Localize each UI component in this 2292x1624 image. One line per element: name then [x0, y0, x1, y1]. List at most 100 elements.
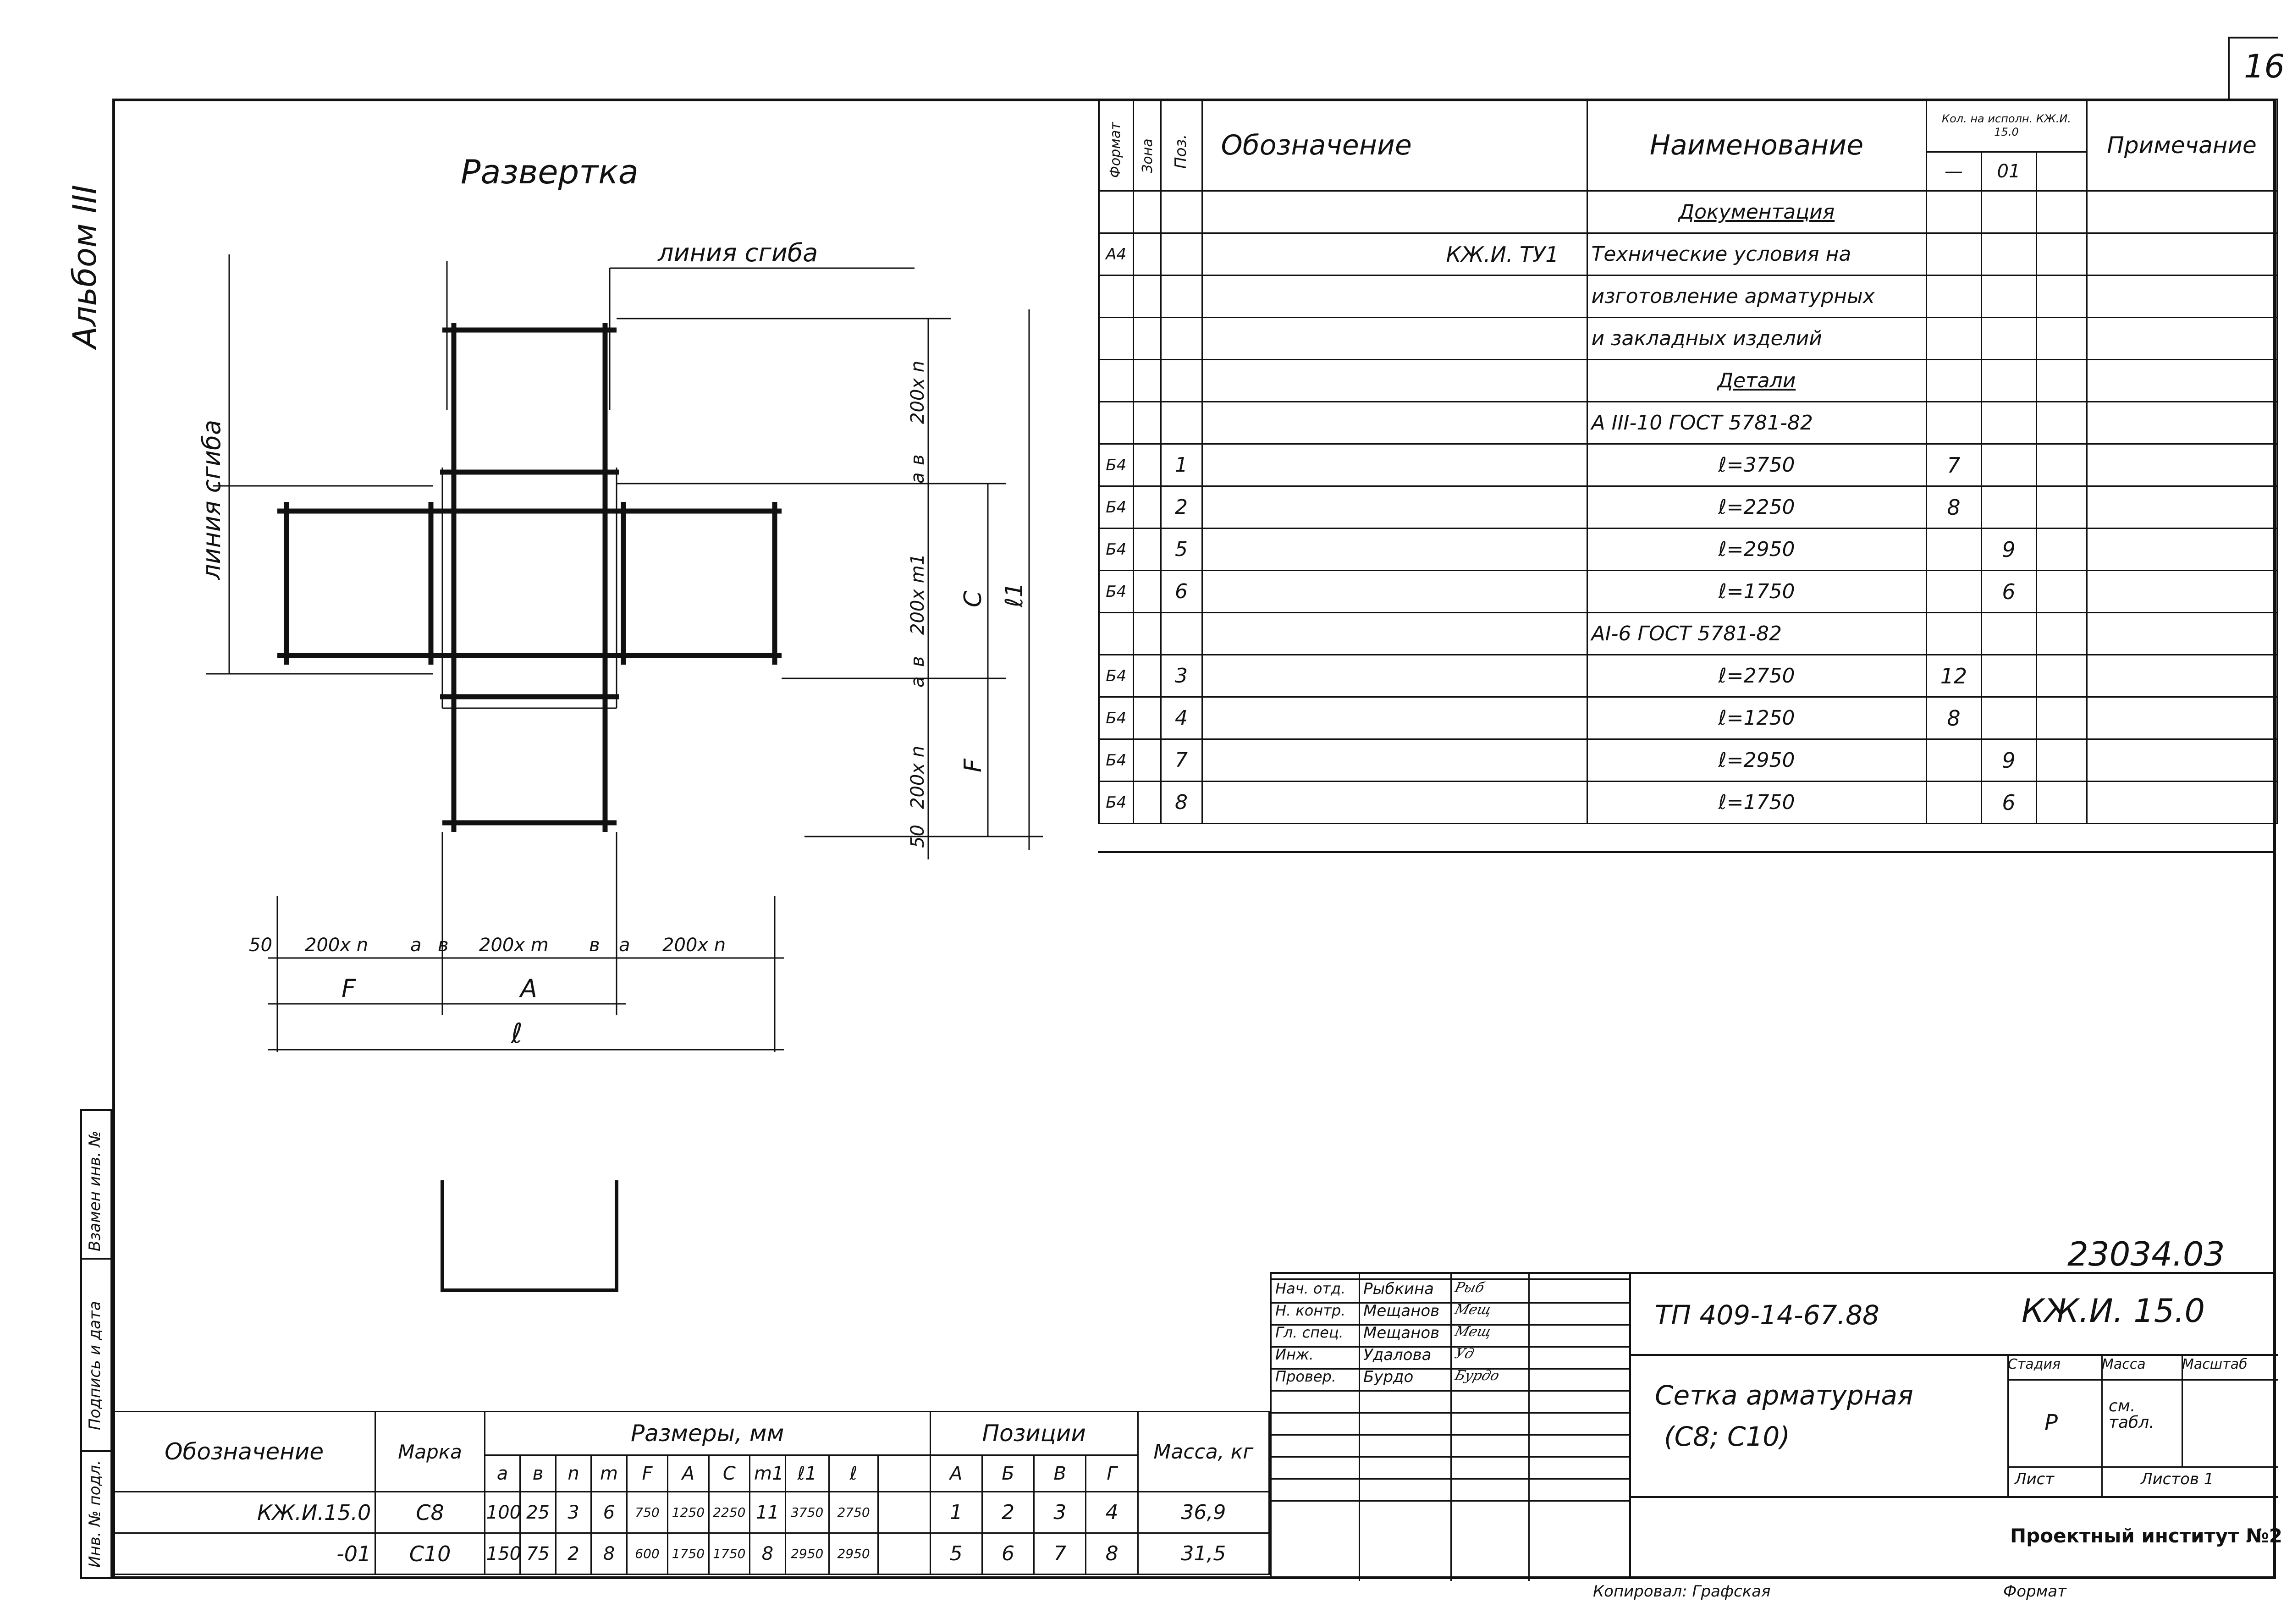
- spec-qty-a-cell: [1925, 528, 1982, 571]
- dt-size-cell: 75: [519, 1532, 556, 1575]
- spec-qty-a-cell: [1925, 190, 1982, 234]
- spec-qty-a-cell: 12: [1925, 654, 1982, 698]
- spec-pos-cell: [1160, 190, 1203, 234]
- spec-pos-cell: 7: [1160, 738, 1203, 782]
- spec-qty-c-cell: [2035, 570, 2088, 613]
- spec-name-cell: Документация: [1586, 190, 1927, 234]
- spec-pos-cell: 8: [1160, 781, 1203, 824]
- dt-size-spare-cell: [877, 1491, 931, 1534]
- spec-note-cell: [2086, 359, 2278, 402]
- dt-h-mass: Масса, кг: [1137, 1411, 1270, 1492]
- spec-pos-cell: [1160, 275, 1203, 318]
- spec-pos-cell: [1160, 401, 1203, 445]
- spec-format-cell: Б4: [1098, 696, 1134, 740]
- stamp-format: Формат: [2003, 1582, 2066, 1601]
- spec-zone-cell: [1132, 485, 1162, 529]
- dt-pos-cell: 7: [1033, 1532, 1087, 1575]
- dt-mark-cell: С8: [375, 1491, 485, 1534]
- spec-format-cell: [1098, 317, 1134, 360]
- spec-note-cell: [2086, 612, 2278, 655]
- spec-name-cell: ℓ=1750: [1586, 781, 1927, 824]
- dt-size-cell: 750: [626, 1491, 669, 1534]
- spec-designation-cell: [1201, 781, 1588, 824]
- spec-h-name: Наименование: [1586, 99, 1927, 192]
- spec-designation-cell: [1201, 275, 1588, 318]
- spec-qty-a-cell: [1925, 570, 1982, 613]
- spec-zone-cell: [1132, 232, 1162, 276]
- dt-size-col-header: m1: [749, 1454, 786, 1492]
- dt-pos-cell: 5: [929, 1532, 983, 1575]
- stamp-sheet-label: Лист: [2015, 1470, 2055, 1488]
- spec-format-cell: Б4: [1098, 738, 1134, 782]
- spec-format-cell: [1098, 190, 1134, 234]
- spec-qty-c-cell: [2035, 528, 2088, 571]
- dim-bottom-200n-right: 200x n: [662, 935, 726, 956]
- spec-zone-cell: [1132, 570, 1162, 613]
- dim-right-F: F: [959, 758, 987, 772]
- spec-format-cell: [1098, 401, 1134, 445]
- dim-right-200n-top: 200x n: [907, 361, 928, 424]
- spec-designation-cell: [1201, 528, 1588, 571]
- spec-qty-c-cell: [2035, 401, 2088, 445]
- spec-name-cell: изготовление арматурных: [1586, 275, 1927, 318]
- dt-h-positions: Позиции: [929, 1411, 1139, 1456]
- dt-size-cell: 2250: [708, 1491, 751, 1534]
- spec-zone-cell: [1132, 781, 1162, 824]
- unfolded-mesh-drawing: Развертка линия сгиба линия сгиба: [197, 153, 1043, 1292]
- stamp-name: Удалова: [1363, 1346, 1432, 1364]
- stamp-grid-vline: [1359, 1274, 1360, 1581]
- spec-name-cell: Технические условия на: [1586, 232, 1927, 276]
- stamp-signature: Рыб: [1453, 1280, 1486, 1296]
- spec-zone-cell: [1132, 528, 1162, 571]
- side-stamp-replaces: Взамен инв. №: [86, 1130, 104, 1251]
- doc-number: 23034.03: [2067, 1235, 2225, 1273]
- spec-format-cell: Б4: [1098, 570, 1134, 613]
- spec-qty-c-cell: [2035, 612, 2088, 655]
- dt-mass-cell: 36,9: [1137, 1491, 1270, 1534]
- dim-bottom-a2: a: [619, 935, 630, 956]
- spec-qty-b-cell: [1980, 359, 2037, 402]
- spec-format-cell: Б4: [1098, 654, 1134, 698]
- dt-size-cell: 2: [555, 1532, 592, 1575]
- spec-qty-b-cell: 9: [1980, 738, 2037, 782]
- spec-qty-c-cell: [2035, 781, 2088, 824]
- spec-h-note: Примечание: [2086, 99, 2278, 192]
- spec-h-qty-b: 01: [1980, 151, 2037, 192]
- spec-zone-cell: [1132, 612, 1162, 655]
- spec-qty-a-cell: 7: [1925, 443, 1982, 487]
- spec-note-cell: [2086, 401, 2278, 445]
- dim-bottom-200n-left: 200x n: [305, 935, 368, 956]
- spec-qty-b-cell: [1980, 485, 2037, 529]
- spec-zone-cell: [1132, 275, 1162, 318]
- side-stamp-sign-date: Подпись и дата: [86, 1301, 104, 1430]
- dt-size-cell: 25: [519, 1491, 556, 1534]
- spec-qty-a-cell: [1925, 401, 1982, 445]
- spec-name-cell: ℓ=2250: [1586, 485, 1927, 529]
- dt-h-sizes: Размеры, мм: [484, 1411, 931, 1456]
- dt-pos-col-header: Г: [1085, 1454, 1139, 1492]
- stamp-designation: КЖ.И. 15.0: [2022, 1292, 2205, 1330]
- spec-qty-b-cell: [1980, 401, 2037, 445]
- dt-size-cell: 150: [484, 1532, 521, 1575]
- spec-pos-cell: [1160, 232, 1203, 276]
- dt-size-col-header: n: [555, 1454, 592, 1492]
- spec-note-cell: [2086, 443, 2278, 487]
- spec-format-cell: Б4: [1098, 528, 1134, 571]
- dt-size-col-header: A: [667, 1454, 710, 1492]
- stamp-name: Рыбкина: [1363, 1280, 1434, 1298]
- spec-qty-a-cell: [1925, 232, 1982, 276]
- spec-qty-b-cell: [1980, 654, 2037, 698]
- spec-pos-cell: [1160, 317, 1203, 360]
- spec-h-qty: Кол. на исполн. КЖ.И. 15.0: [1925, 99, 2088, 153]
- spec-h-pos: Поз.: [1171, 134, 1190, 169]
- dim-bottom-50: 50: [249, 935, 272, 956]
- dim-bottom-b1: в: [438, 935, 449, 956]
- dt-size-col-header: в: [519, 1454, 556, 1492]
- dt-pos-col-header: Б: [981, 1454, 1035, 1492]
- dt-pos-cell: 8: [1085, 1532, 1139, 1575]
- spec-pos-cell: 4: [1160, 696, 1203, 740]
